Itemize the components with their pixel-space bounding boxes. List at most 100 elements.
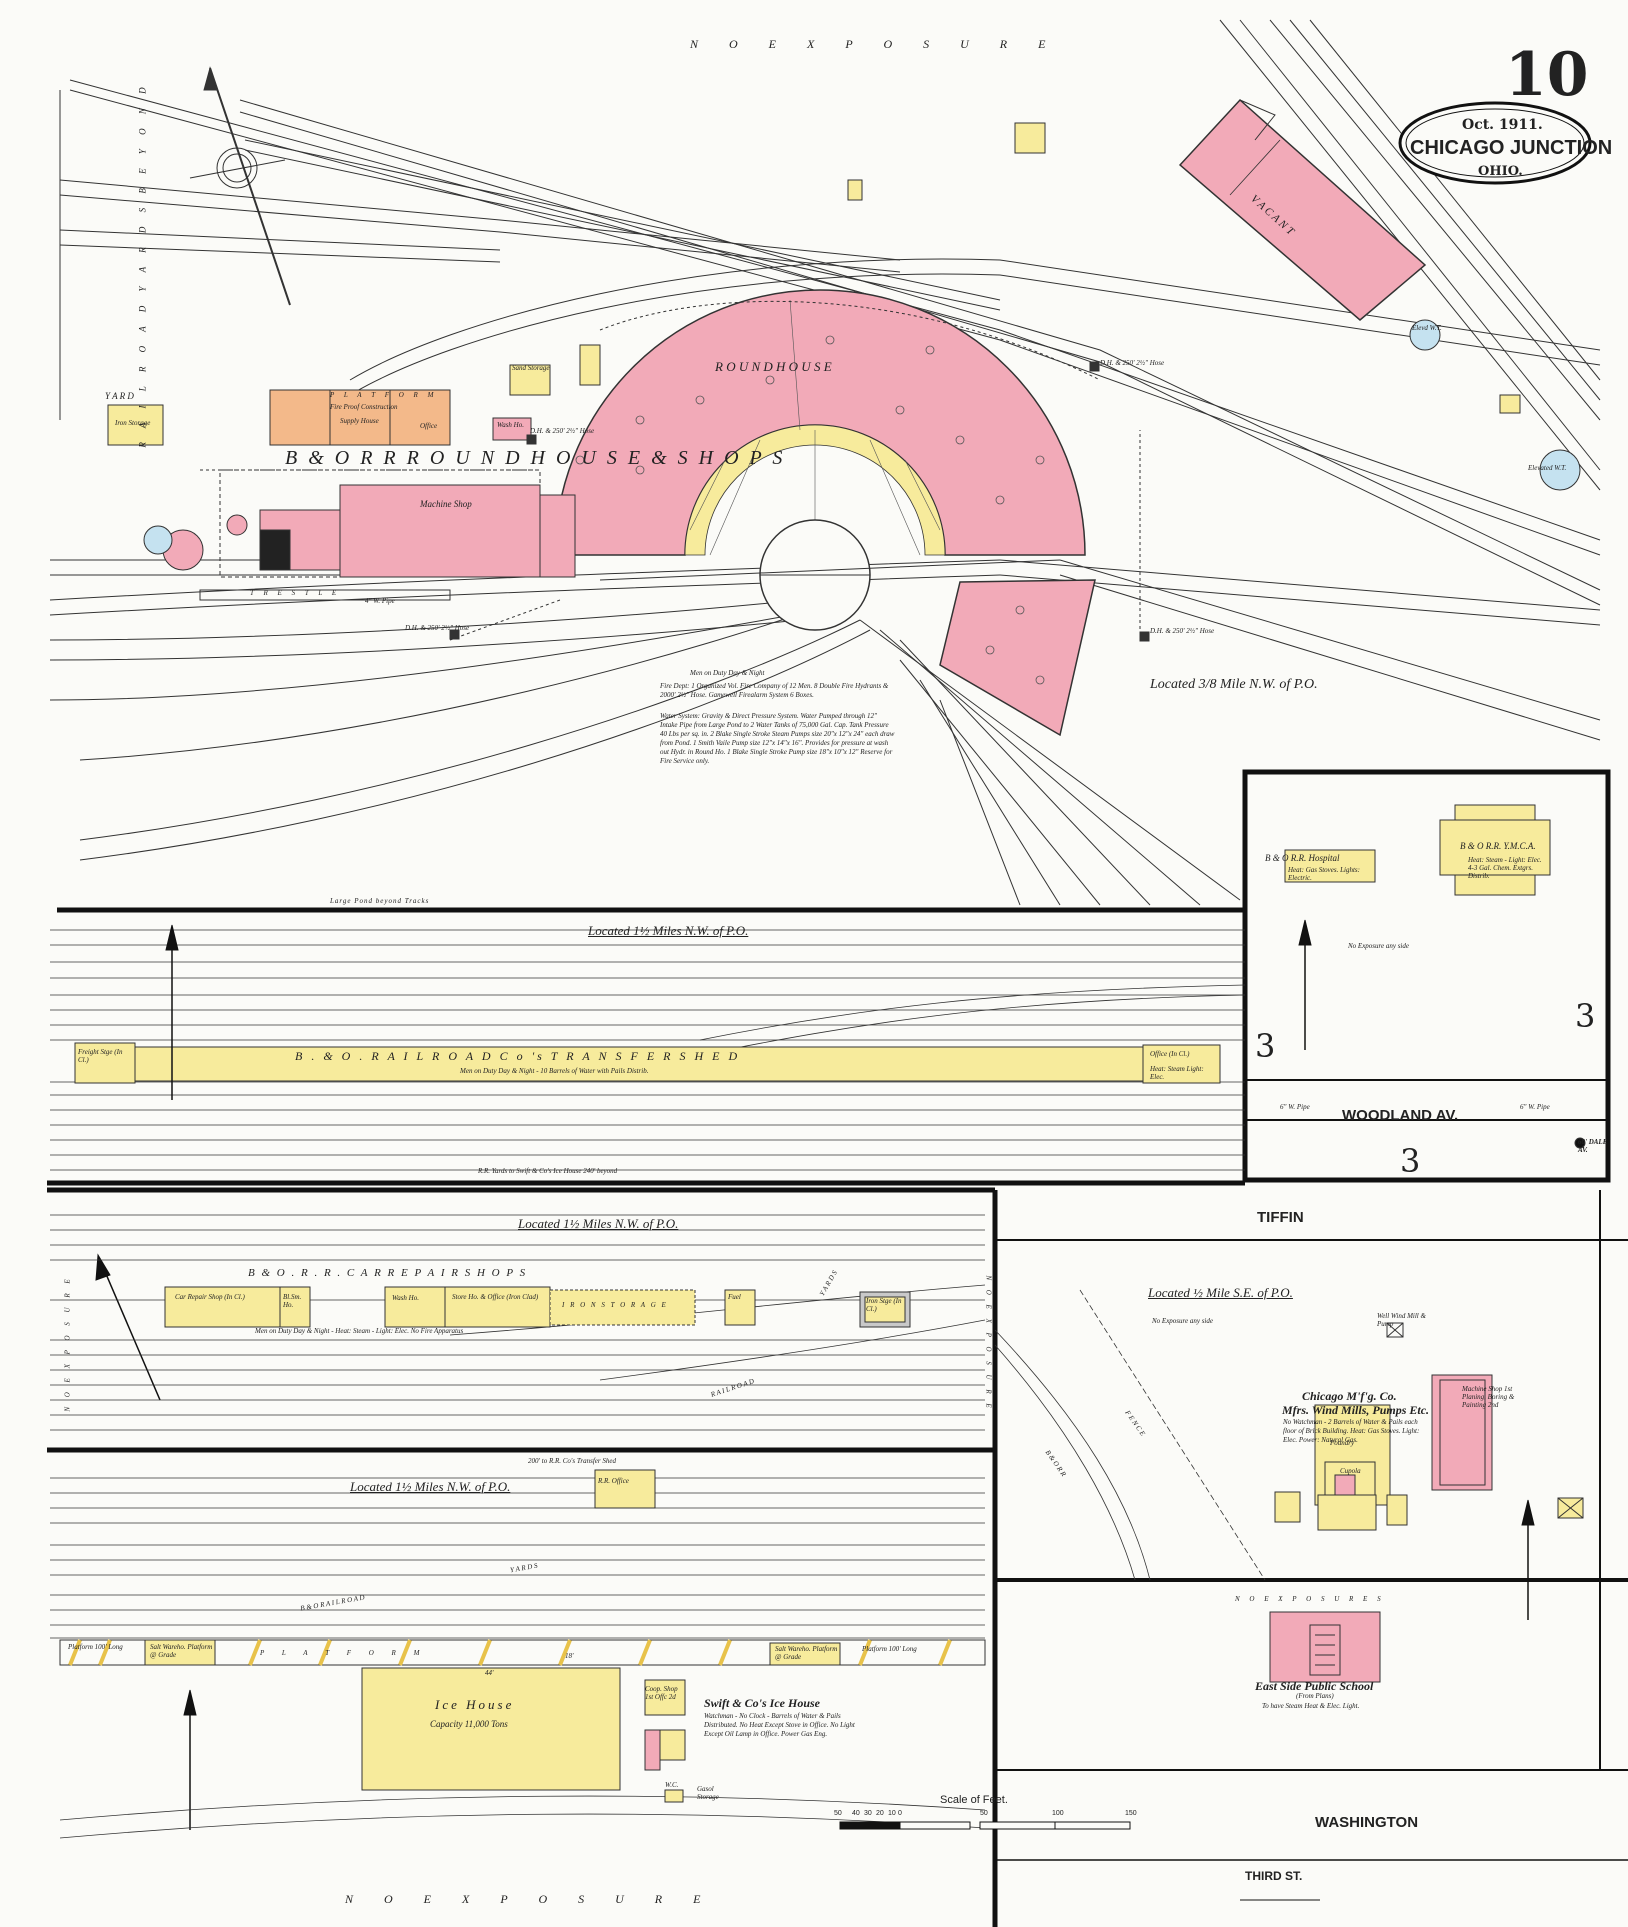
- iron-stge-label: Iron Stge (In Cl.): [866, 1297, 902, 1313]
- num-3a: 3: [1255, 1027, 1276, 1065]
- located-se: Located ½ Mile S.E. of P.O.: [1148, 1285, 1293, 1300]
- fire-proof-label: Fire Proof Construction: [330, 403, 398, 411]
- woodland-av: WOODLAND AV.: [1342, 1107, 1459, 1124]
- pipe-label: 4" W. Pipe: [365, 597, 395, 605]
- scale-label: Scale of Feet.: [940, 1794, 1008, 1806]
- dh-label-2: D.H. & 250' 2½" Hose: [1100, 359, 1165, 367]
- scale-tick-4: 10: [888, 1810, 896, 1817]
- trestle-label: T R E S T L E: [250, 589, 341, 597]
- machine-shop-chicago: Machine Shop 1st Planing, Boring & Paint…: [1462, 1385, 1515, 1409]
- no-exposure-top: N O E X P O S U R E: [690, 37, 1060, 51]
- car-iron-storage: I R O N S T O R A G E: [562, 1301, 668, 1309]
- railroad-yards-label: R A I L R O A D Y A R D S B E Y O N D: [137, 81, 148, 448]
- header-date: Oct. 1911.: [1462, 117, 1543, 133]
- yard-label: Y A R D: [105, 391, 134, 401]
- dale-av: 60' DALE AV.: [1578, 1138, 1608, 1154]
- compass-rose-icon: [189, 66, 291, 306]
- water-system-note: Water System: Gravity & Direct Pressure …: [660, 712, 895, 766]
- freight-stge-label: Freight Stge (In Cl.): [78, 1048, 123, 1065]
- scale-tick-2: 30: [864, 1810, 872, 1817]
- ice-capacity: Capacity 11,000 Tons: [430, 1719, 508, 1729]
- round-house-label: R O U N D H O U S E: [715, 359, 832, 374]
- store-ho-label: Store Ho. & Office (Iron Clad): [452, 1293, 539, 1301]
- ymca-label: B & O R.R. Y.M.C.A.: [1460, 841, 1536, 851]
- large-pond-label: Large Pond beyond Tracks: [330, 897, 430, 905]
- cupola-label: Cupola: [1340, 1467, 1361, 1475]
- car-repair-note: Men on Duty Day & Night - Heat: Steam - …: [255, 1327, 464, 1335]
- swift-note: Watchman - No Clock - Barrels of Water &…: [704, 1712, 855, 1738]
- elevated-wt-label: Elevated W.T.: [1528, 464, 1567, 472]
- elev-wt-label: Elevd W.T.: [1412, 324, 1442, 332]
- no-exposures: N O E X P O S U R E S: [1235, 1595, 1385, 1603]
- ice-section-tracks: [50, 1477, 986, 1839]
- scale-tick-8: 150: [1125, 1810, 1137, 1817]
- dim-18: 18': [565, 1652, 574, 1660]
- transfer-office-note: Heat: Steam Light: Elec.: [1150, 1065, 1204, 1081]
- num-3b: 3: [1575, 997, 1596, 1035]
- scale-tick-6: 50: [980, 1810, 988, 1817]
- fire-dept-note: Fire Dept: 1 Organized Vol. Fire Company…: [660, 682, 889, 700]
- scale-tick-7: 100: [1052, 1810, 1064, 1817]
- num-3c: 3: [1400, 1142, 1421, 1180]
- transfer-located: Located 1½ Miles N.W. of P.O.: [588, 923, 749, 938]
- chicago-mfg-note: No Watchman - 2 Barrels of Water & Pails…: [1283, 1418, 1420, 1444]
- located-3-8: Located 3/8 Mile N.W. of P.O.: [1150, 677, 1318, 692]
- cw-pipe-left: 6" W. Pipe: [1280, 1103, 1310, 1111]
- car-repair-shop-label: Car Repair Shop (In Cl.): [175, 1293, 245, 1301]
- ice-located: Located 1½ Miles N.W. of P.O.: [350, 1479, 511, 1494]
- hospital-note: Heat: Gas Stoves. Lights: Electric.: [1288, 866, 1360, 882]
- car-repair-title: B & O . R . R . C A R R E P A I R S H O …: [248, 1267, 528, 1279]
- hospital-label: B & O R.R. Hospital: [1265, 853, 1340, 863]
- chicago-mfg-title: Chicago M'f'g. Co.: [1302, 1389, 1397, 1403]
- platform-mid-label: P L A T F O R M: [260, 1649, 428, 1657]
- school-note: To have Steam Heat & Elec. Light.: [1262, 1702, 1360, 1710]
- salt-wareho-right: Salt Wareho. Platform @ Grade: [775, 1645, 838, 1661]
- vacant-building: [1178, 98, 1427, 321]
- car-wash-ho-label: Wash Ho.: [392, 1294, 419, 1302]
- foundry-label: Foundry: [1330, 1439, 1355, 1447]
- section-frames: [47, 769, 1628, 1927]
- ice-house-label: Ice House: [435, 1697, 515, 1712]
- gasol-storage-label: Gasol Storage: [697, 1785, 719, 1801]
- washington-street: WASHINGTON: [1315, 1814, 1419, 1831]
- dh-label-3: D.H. & 250' 2½" Hose: [1150, 627, 1215, 635]
- header-town: CHICAGO JUNCTION: [1410, 137, 1613, 159]
- wash-ho-label: Wash Ho.: [497, 421, 524, 429]
- platform-right-label: Platform 100' Long: [862, 1645, 917, 1653]
- no-exposure-any-side-2: No Exposure any side: [1152, 1317, 1213, 1325]
- rr-office-label: R.R. Office: [598, 1477, 629, 1485]
- wc-label: W.C.: [665, 1781, 679, 1789]
- school-title: East Side Public School: [1255, 1679, 1374, 1693]
- dh-label-1: D.H. & 250' 2½" Hose: [405, 624, 470, 632]
- header-sheet-number: 10: [1505, 40, 1589, 110]
- supply-house-label: Supply House: [340, 417, 379, 425]
- car-repair-located: Located 1½ Miles N.W. of P.O.: [518, 1216, 679, 1231]
- north-arrow-icon: [95, 919, 1535, 1830]
- scale-tick-0: 50: [834, 1810, 842, 1817]
- school-sub: (From Plans): [1296, 1692, 1334, 1700]
- coop-shop-label: Coop. Shop 1st Offc 2d: [645, 1685, 678, 1701]
- no-exposure-bottom: N O E X P O S U R E: [345, 1892, 715, 1906]
- no-exposure-right: N O E X P O S U R E: [984, 1275, 993, 1412]
- scale-tick-3: 20: [876, 1810, 884, 1817]
- transfer-office-label: Office (In Cl.): [1150, 1050, 1190, 1058]
- no-exposure-left: N O E X P O S U R E: [63, 1275, 72, 1412]
- ice-transfer-note: 200' to R.R. Co's Transfer Shed: [528, 1457, 616, 1465]
- fuel-label: Fuel: [728, 1293, 741, 1301]
- rr-yards-note: R.R. Yards to Swift & Co's Ice House 240…: [478, 1167, 618, 1175]
- transfer-title: B . & O . R A I L R O A D C o 's T R A N…: [295, 1049, 741, 1063]
- no-exposure-any-side-1: No Exposure any side: [1348, 942, 1409, 950]
- car-repair-tracks: [50, 1214, 986, 1431]
- roundhouse-title: B & O R R R O U N D H O U S E & S H O P …: [285, 447, 786, 469]
- scale-tick-1: 40: [852, 1810, 860, 1817]
- platform-label: P L A T F O R M: [330, 391, 438, 399]
- bl-sm-label: Bl.Sm. Ho.: [283, 1293, 302, 1309]
- third-st: THIRD ST.: [1245, 1869, 1303, 1883]
- tiffin-street: TIFFIN: [1257, 1209, 1304, 1226]
- dh-label-4: D.H. & 250' 2½" Hose: [530, 427, 595, 435]
- cw-pipe-right: 6" W. Pipe: [1520, 1103, 1550, 1111]
- swift-title: Swift & Co's Ice House: [704, 1696, 821, 1710]
- scale-tick-5: 0: [898, 1810, 902, 1817]
- scale-bar: [839, 1821, 1131, 1830]
